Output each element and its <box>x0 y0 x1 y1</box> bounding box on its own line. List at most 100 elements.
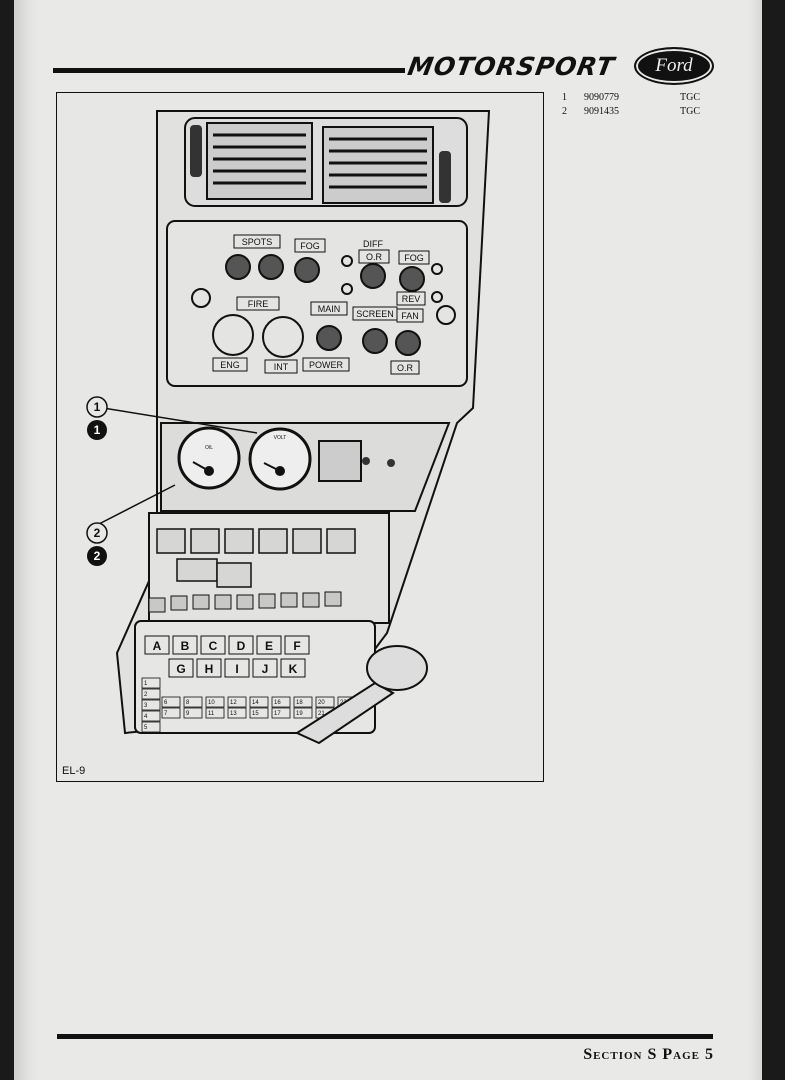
callout-2-solid <box>87 546 107 566</box>
label-eng: ENG <box>220 360 240 370</box>
fuse-slot <box>249 696 269 708</box>
warning-lamp-4 <box>341 283 353 295</box>
fuse-number: 15 <box>252 711 259 717</box>
fuse-letter-a: A <box>153 639 162 653</box>
fuse-slot <box>227 707 247 719</box>
svg-text:OIL: OIL <box>205 445 213 451</box>
label-main: MAIN <box>318 304 341 314</box>
svg-text:VOLT: VOLT <box>274 435 287 441</box>
panel-lamp <box>362 457 370 465</box>
switch-screen <box>362 328 388 354</box>
switch-diff <box>360 263 386 289</box>
ford-logo: Ford <box>634 47 714 85</box>
manual-page: MOTORSPORT Ford SPOTS <box>14 0 762 1080</box>
fuse-letter-j: J <box>262 662 269 676</box>
fuse-slot <box>249 707 269 719</box>
gear-lever <box>294 681 395 745</box>
fuse-letter-g: G <box>176 662 185 676</box>
fuse-number: 21 <box>318 711 325 717</box>
fuse-slot <box>141 721 161 733</box>
fuse-slot <box>141 677 161 689</box>
fuse-number: 3 <box>144 703 148 709</box>
callout-1-solid <box>87 420 107 440</box>
gear-knob <box>366 645 428 691</box>
fuse-slot <box>205 696 225 708</box>
part-code: 9091435 <box>584 106 619 117</box>
label-diff: DIFF <box>363 239 383 249</box>
fuse-slot <box>271 696 291 708</box>
fuse-number: 7 <box>164 711 168 717</box>
fire-button-eng <box>212 314 254 356</box>
panel-indicator-left <box>191 288 211 308</box>
header-rule <box>53 68 405 73</box>
label-fan: FAN <box>401 311 419 321</box>
warning-lamp-2 <box>431 291 443 303</box>
fuse-number: 5 <box>144 725 148 731</box>
fuse-letter-b: B <box>181 639 190 653</box>
fuse-number: 19 <box>296 711 303 717</box>
fuse-number: 17 <box>274 711 281 717</box>
fuse-slot <box>141 699 161 711</box>
switch-fan <box>395 330 421 356</box>
fuse-slot <box>141 688 161 700</box>
figure-label: EL-9 <box>62 765 86 777</box>
fuse-number: 18 <box>296 700 303 706</box>
oil-gauge: OIL <box>177 426 241 490</box>
fire-button-int <box>262 316 304 358</box>
label-fire: FIRE <box>248 299 269 309</box>
fuse-letter-d: D <box>237 639 246 653</box>
fuse-slot <box>271 707 291 719</box>
callout-1-solid-text: 1 <box>94 423 101 437</box>
fuse-slot <box>315 696 335 708</box>
square-switch <box>318 440 362 482</box>
vent-thumbwheel-left <box>190 125 202 177</box>
leader-1 <box>96 406 258 434</box>
fuse-number: 4 <box>144 714 148 720</box>
part-supplier: TGC <box>680 92 700 103</box>
label-screen: SCREEN <box>356 309 394 319</box>
switch-fog <box>294 257 320 283</box>
callout-2-solid-text: 2 <box>94 549 101 563</box>
fuse-slot <box>161 696 181 708</box>
fuse-slot <box>293 696 313 708</box>
switch-fog-rear <box>399 266 425 292</box>
fuse-slot <box>161 707 181 719</box>
parts-list: 1 9090779 TGC 2 9091435 TGC <box>562 92 712 120</box>
motorsport-wordmark: MOTORSPORT <box>405 52 618 81</box>
fuse-letter-c: C <box>209 639 218 653</box>
fuse-letter-h: H <box>205 662 214 676</box>
fuse-number: 20 <box>318 700 325 706</box>
volt-gauge: VOLT <box>248 427 312 491</box>
label-or: O.R <box>397 363 414 373</box>
fuse-number: 11 <box>208 711 215 717</box>
fuse-letter-f: F <box>293 639 300 653</box>
label-power: POWER <box>309 360 344 370</box>
fuse-number: 2 <box>144 692 148 698</box>
callout-2-text: 2 <box>94 526 101 540</box>
switch-spots-2 <box>258 254 284 280</box>
section-page-footer: Section S Page 5 <box>583 1046 714 1063</box>
fuse-slot <box>227 696 247 708</box>
vent-thumbwheel-right <box>439 151 451 203</box>
fuse-number: 1 <box>144 681 148 687</box>
warning-lamp-1 <box>431 263 443 275</box>
fuse-number: 13 <box>230 711 237 717</box>
callout-1-outline <box>86 396 108 418</box>
fuse-number: 16 <box>274 700 281 706</box>
callout-1-text: 1 <box>94 400 101 414</box>
label-fog-left: FOG <box>300 241 320 251</box>
leader-2 <box>96 484 176 526</box>
panel-indicator-right <box>436 305 456 325</box>
part-number: 1 <box>562 92 567 103</box>
warning-lamp-3 <box>341 255 353 267</box>
fuse-number: 12 <box>230 700 237 706</box>
fuse-number: 9 <box>186 711 190 717</box>
label-rev: REV <box>402 294 421 304</box>
part-supplier: TGC <box>680 106 700 117</box>
fuse-letter-i: I <box>235 662 238 676</box>
fuse-letter-k: K <box>289 662 298 676</box>
label-diff-or: O.R <box>366 252 383 262</box>
label-spots: SPOTS <box>242 237 273 247</box>
fuse-slot <box>205 707 225 719</box>
label-fog-right: FOG <box>404 253 424 263</box>
